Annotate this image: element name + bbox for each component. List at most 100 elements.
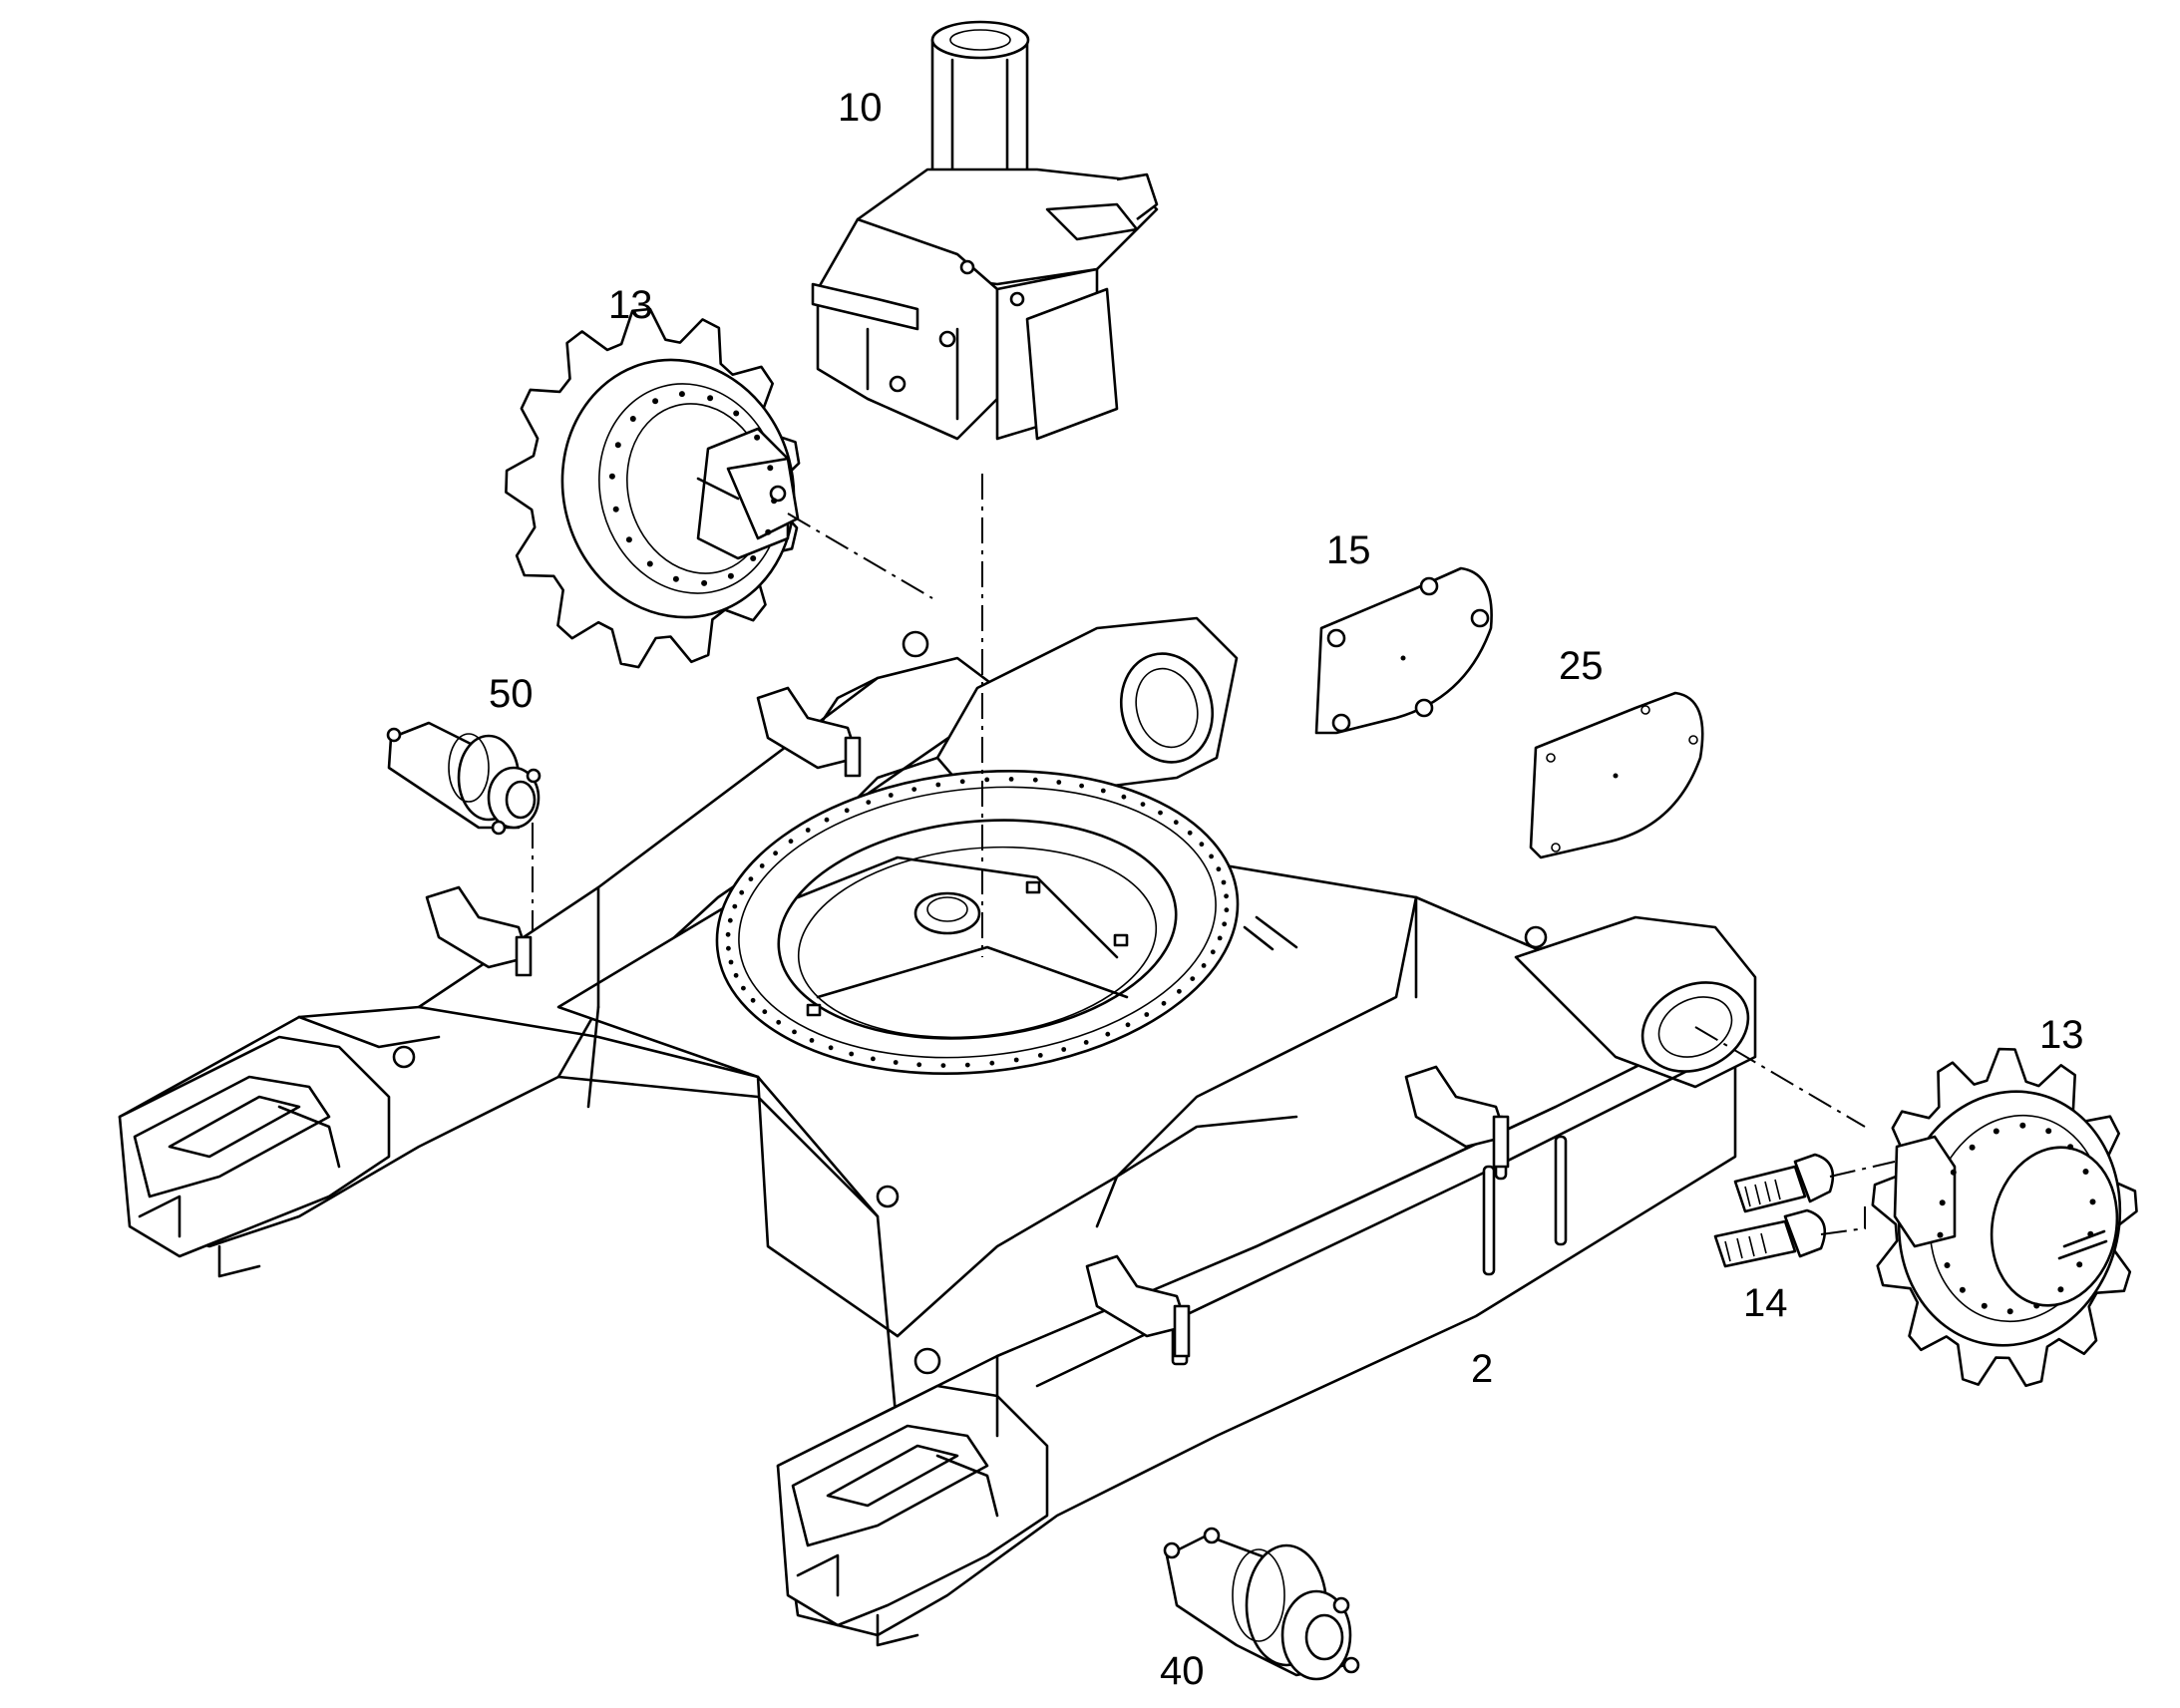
bolt-hole [2019, 1122, 2026, 1129]
bolt-hole [1209, 854, 1214, 859]
bolt-hole [893, 1060, 899, 1065]
bolt-hole [1013, 1057, 1019, 1063]
bolt-hole [940, 1063, 946, 1068]
bolt-hole [1199, 842, 1205, 848]
bolt-hole [964, 1062, 970, 1068]
bolt-hole [828, 1045, 834, 1051]
bolt-hole [754, 434, 761, 441]
bolt-hole [748, 876, 754, 881]
bolt-hole [824, 817, 830, 823]
slewing-ring-bolt-holes [725, 777, 1230, 1068]
callout-40: 40 [1160, 1649, 1205, 1693]
bolt-hole [911, 787, 917, 792]
bolt-hole [776, 1019, 782, 1025]
bolt-hole [1100, 788, 1106, 794]
bolt-hole [1210, 949, 1216, 955]
bolt-hole [989, 1060, 995, 1066]
bolt-hole [1008, 777, 1014, 782]
bolt-hole [1981, 1302, 1988, 1309]
bolt-hole [733, 972, 739, 978]
bolt-hole [759, 863, 765, 868]
bolt-hole [1950, 1169, 1957, 1176]
bolt-hole [866, 800, 872, 805]
bolt-hole [1037, 1053, 1043, 1058]
bolt-hole [1079, 783, 1084, 789]
bolt-hole [2089, 1198, 2096, 1205]
bolt-hole [809, 1038, 815, 1043]
bolt-hole [1144, 1012, 1150, 1017]
bolt-hole [727, 572, 734, 579]
bolt-hole [727, 917, 733, 923]
bolt-hole [1121, 794, 1127, 800]
bolt-hole [2076, 1261, 2083, 1268]
bolt-hole [726, 945, 731, 951]
bolt-hole [2082, 1169, 2089, 1175]
bolt-hole [1032, 777, 1038, 783]
bolt-hole [614, 442, 621, 449]
bolt-hole [625, 536, 632, 543]
bolt-hole [701, 579, 708, 586]
bolt-hole [2067, 1144, 2074, 1151]
bolt-hole [1140, 802, 1146, 807]
bolt-hole [1056, 780, 1062, 785]
bolts-part-14 [1713, 1153, 1896, 1268]
bolt-hole [1190, 976, 1196, 981]
callout-13-top: 13 [608, 283, 653, 327]
bolt-hole [2087, 1230, 2094, 1237]
bolt-hole [725, 931, 731, 937]
bolt-hole [1173, 820, 1179, 826]
track-roller-part-40 [1163, 1527, 1360, 1681]
bolt-hole [805, 828, 811, 833]
bolt-hole [750, 555, 757, 561]
bolt-hole [1969, 1144, 1976, 1151]
carrier-roller-part-50 [386, 721, 542, 836]
bolt-hole [871, 1056, 876, 1062]
bolt-hole [1221, 879, 1227, 885]
bolt-hole [1944, 1262, 1951, 1268]
bolt-hole [1993, 1128, 1999, 1135]
bolt-hole [1959, 1286, 1966, 1293]
bolt-hole [2033, 1302, 2040, 1309]
bolt-hole [888, 793, 894, 798]
bolt-hole [916, 1062, 922, 1068]
bolt-hole [646, 560, 653, 567]
bolt-hole [762, 1009, 768, 1015]
travel-motor-right-bolt-holes [1937, 1122, 2096, 1315]
bolt-hole [2057, 1286, 2064, 1293]
bolt-hole [1161, 1000, 1167, 1006]
bolt-hole [773, 851, 778, 856]
bolt-hole [1216, 866, 1222, 872]
bolt-hole [732, 903, 738, 909]
car-body-frame [118, 616, 1757, 1647]
bolt-hole [612, 506, 619, 512]
bolt-hole [707, 395, 714, 402]
bolt-hole [788, 839, 794, 845]
bolt-hole [728, 959, 734, 965]
callout-2: 2 [1471, 1347, 1494, 1391]
bolt-hole [1187, 830, 1193, 836]
bolt-hole [1105, 1031, 1111, 1037]
bolt-hole [672, 575, 679, 582]
bolt-hole [984, 777, 990, 783]
callout-15: 15 [1326, 528, 1371, 572]
bolt-hole [1224, 893, 1229, 899]
bolt-hole [792, 1029, 797, 1035]
cover-plate-part-15 [1314, 566, 1493, 735]
bolt-hole [1224, 907, 1230, 913]
cover-plate-part-25 [1529, 691, 1704, 859]
bolt-hole [1158, 810, 1163, 816]
bolt-hole [741, 985, 746, 991]
callout-50: 50 [489, 672, 534, 716]
bolt-hole [739, 889, 745, 895]
bolt-hole [652, 398, 659, 405]
bolt-hole [935, 782, 941, 788]
bolt-hole [2006, 1308, 2013, 1315]
slewing-ring [715, 770, 1240, 1075]
bolt-hole [629, 416, 636, 422]
callout-25: 25 [1559, 644, 1604, 688]
bolt-hole [959, 779, 965, 785]
bolt-hole [1939, 1199, 1946, 1206]
bolt-hole [771, 498, 778, 505]
